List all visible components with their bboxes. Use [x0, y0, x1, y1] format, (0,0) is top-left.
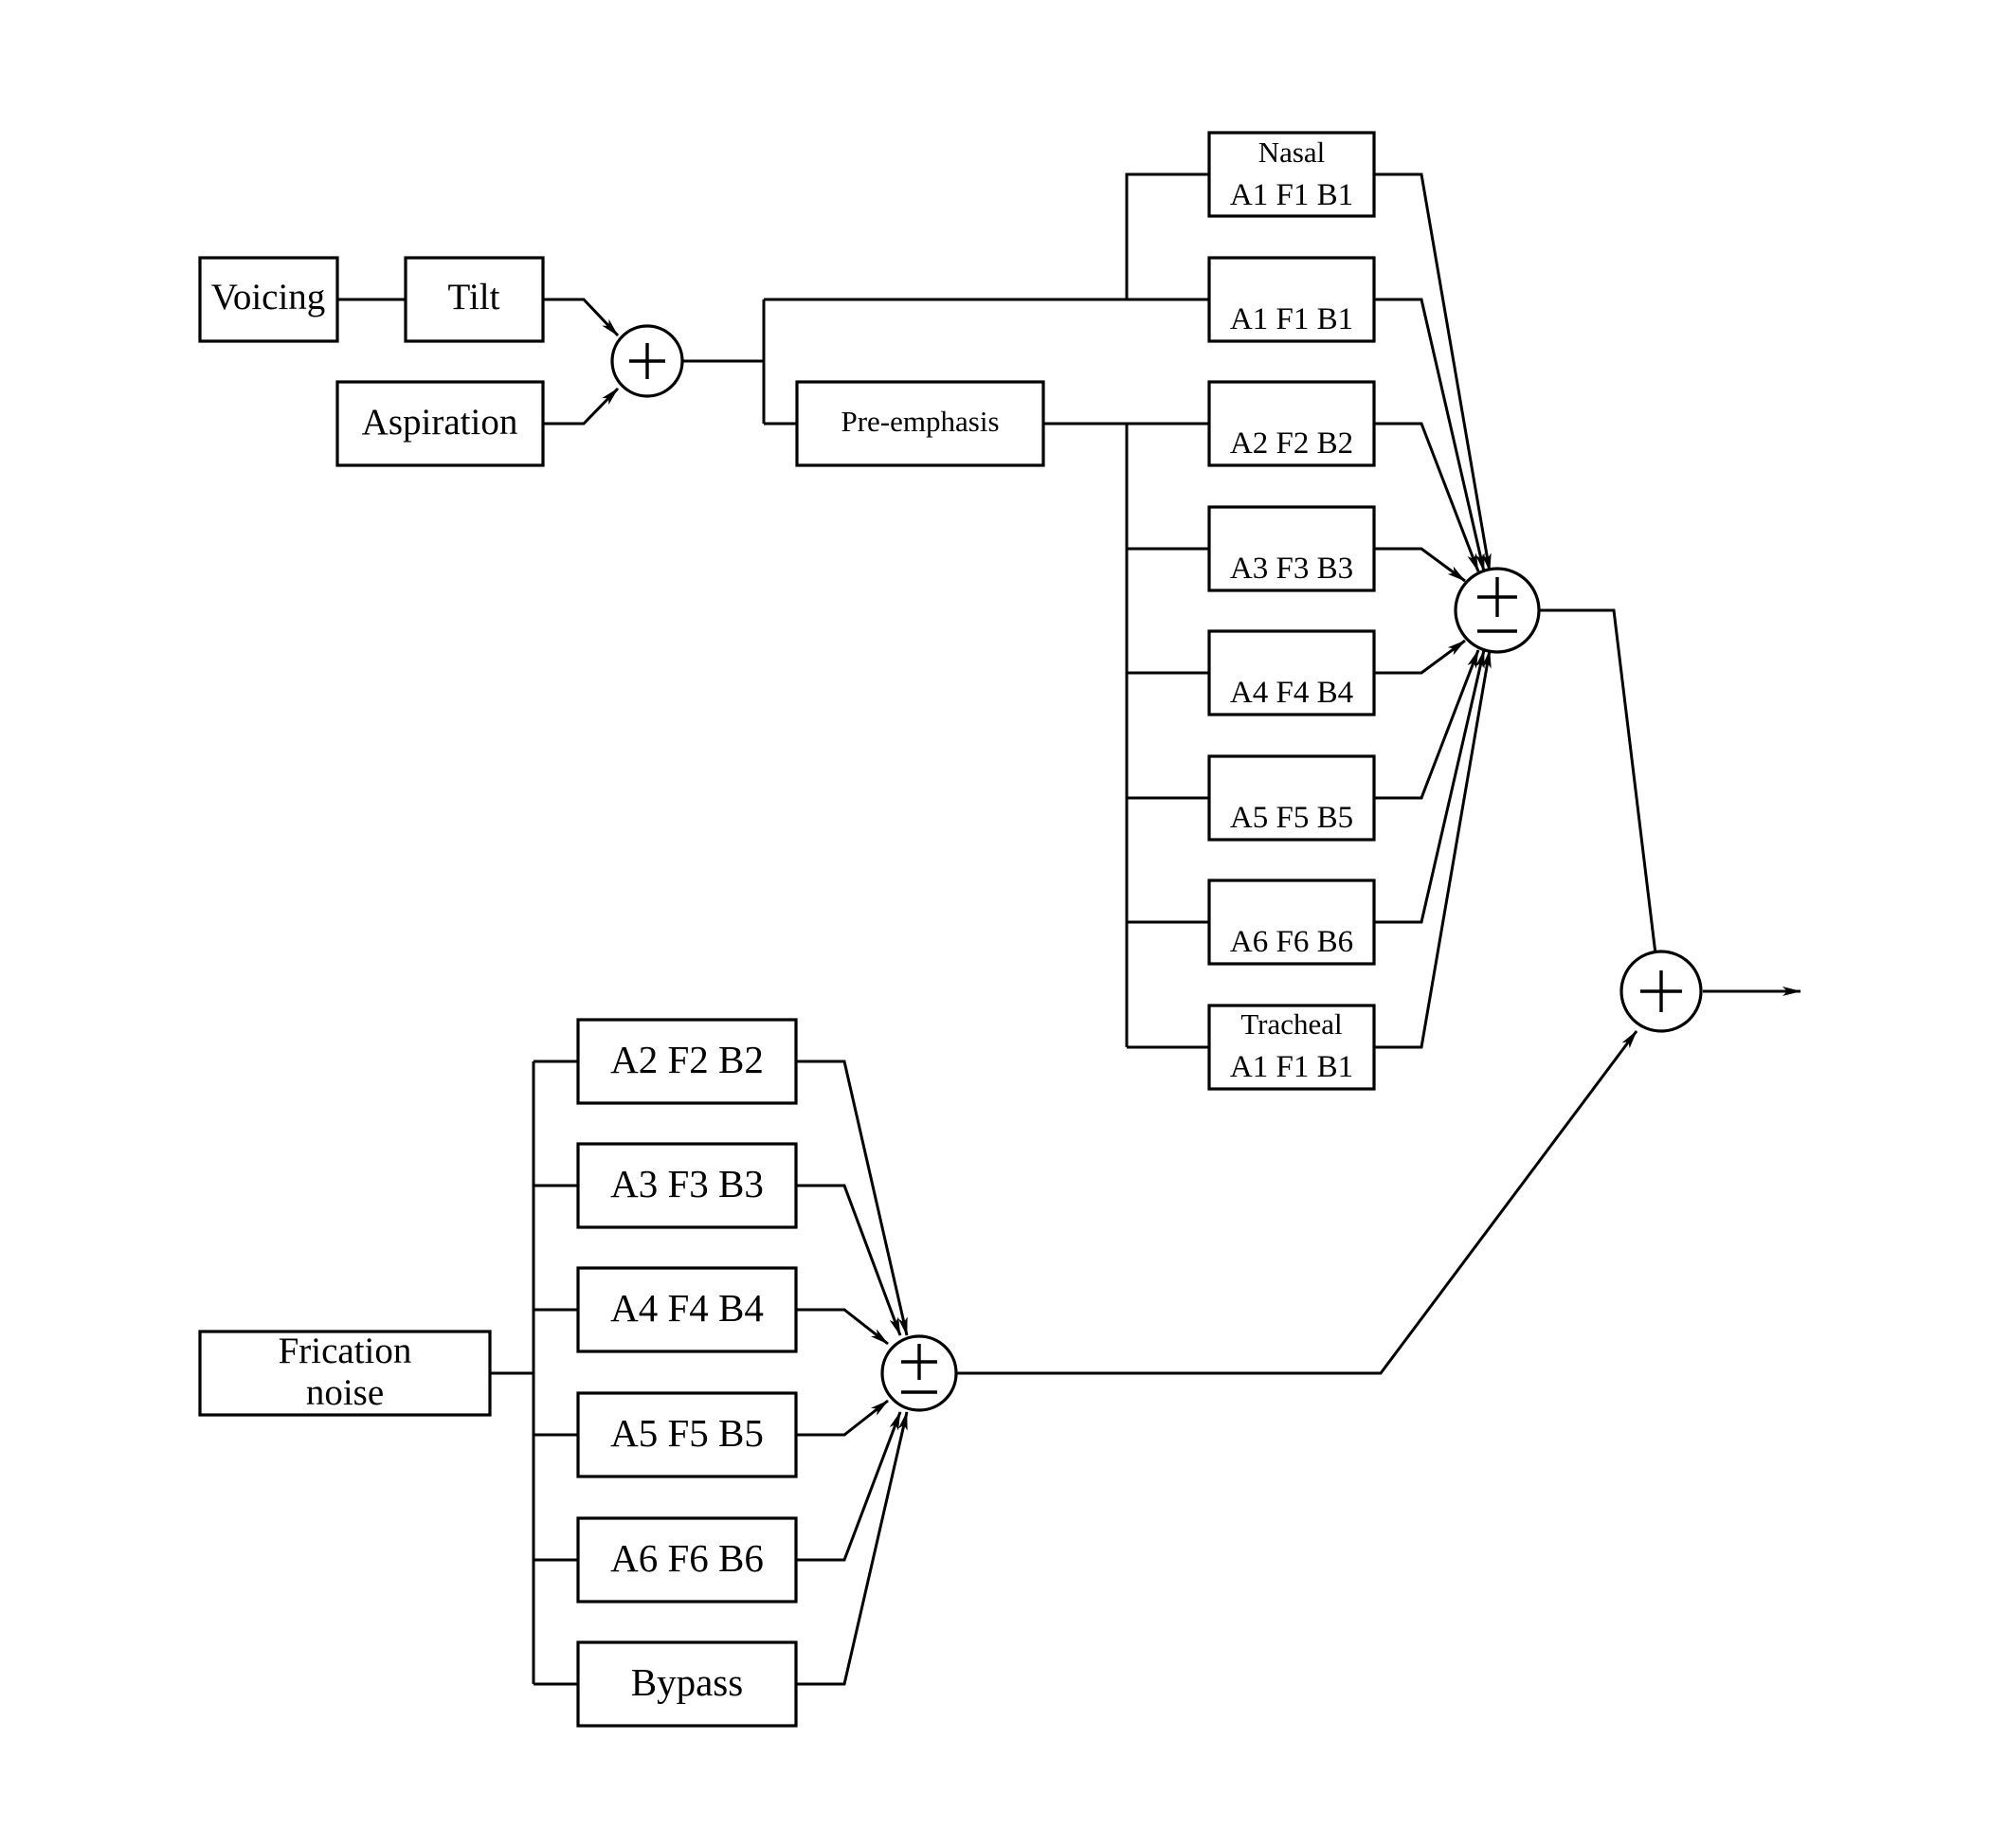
- nasal-filter-box: Nasal A1 F1 B1: [1207, 131, 1376, 218]
- wire-a3-to-sum: [1374, 547, 1466, 583]
- voiced-filter-6: A6 F6 B6: [1207, 879, 1376, 966]
- wire-tilt-sum: [543, 298, 620, 337]
- voiced-filter-2: A2 F2 B2: [1207, 380, 1376, 467]
- frication-filter-4: A5 F5 B5: [576, 1391, 798, 1478]
- wire-fa5-to-sum: [796, 1399, 889, 1437]
- voiced-filter-4: A4 F4 B4: [1207, 629, 1376, 716]
- tilt-box: Tilt: [404, 256, 545, 343]
- voicing-label: Voicing: [211, 277, 326, 317]
- voiced-sum-node: [1454, 567, 1541, 654]
- wire-a5-to-sum: [1374, 649, 1480, 800]
- plus-minus-icon: [901, 1344, 937, 1394]
- output-sum-node: [1619, 950, 1703, 1033]
- plus-icon: [1640, 970, 1682, 1012]
- frication-label-line2: noise: [306, 1372, 384, 1413]
- filter-label: A4 F4 B4: [610, 1286, 764, 1330]
- wire-a2-to-sum: [1374, 422, 1480, 572]
- filter-label: A1 F1 B1: [1230, 302, 1353, 336]
- source-sum-node: [610, 324, 684, 398]
- frication-filter-1: A2 F2 B2: [576, 1018, 798, 1105]
- wire-fa4-to-sum: [796, 1308, 889, 1346]
- aspiration-label: Aspiration: [362, 402, 518, 443]
- frication-sum-node: [880, 1334, 958, 1412]
- voiced-filter-1: A1 F1 B1: [1207, 256, 1376, 343]
- frication-label-line1: Frication: [279, 1331, 412, 1371]
- plus-minus-icon: [1477, 577, 1517, 633]
- connections: [337, 172, 1801, 1686]
- bypass-box: Bypass: [576, 1640, 798, 1728]
- filter-label: A2 F2 B2: [1230, 426, 1353, 461]
- filter-label: A5 F5 B5: [610, 1411, 764, 1455]
- filter-label: A6 F6 B6: [1230, 925, 1353, 959]
- filter-label: A2 F2 B2: [610, 1038, 764, 1081]
- frication-noise-box: Frication noise: [198, 1330, 492, 1417]
- wire-fricsum-to-output: [956, 1030, 1638, 1375]
- frication-filter-5: A6 F6 B6: [576, 1516, 798, 1603]
- tracheal-params: A1 F1 B1: [1230, 1050, 1353, 1084]
- filter-label: A4 F4 B4: [1230, 676, 1353, 710]
- plus-icon: [629, 343, 665, 379]
- pre-emphasis-box: Pre-emphasis: [795, 380, 1045, 467]
- voiced-filter-5: A5 F5 B5: [1207, 754, 1376, 842]
- frication-filter-2: A3 F3 B3: [576, 1142, 798, 1229]
- filter-label: A3 F3 B3: [610, 1162, 764, 1205]
- filter-label: A6 F6 B6: [610, 1536, 764, 1580]
- nasal-params: A1 F1 B1: [1230, 178, 1353, 212]
- wire-fbypass-to-sum: [796, 1411, 909, 1686]
- wire-a4-to-sum: [1374, 639, 1466, 675]
- tilt-label: Tilt: [448, 277, 500, 317]
- tracheal-title: Tracheal: [1240, 1007, 1342, 1041]
- voicing-box: Voicing: [198, 256, 339, 343]
- tracheal-filter-box: Tracheal A1 F1 B1: [1207, 1004, 1376, 1091]
- wire-fa6-to-sum: [796, 1411, 902, 1562]
- pre-emphasis-label: Pre-emphasis: [841, 405, 999, 438]
- filter-label: A5 F5 B5: [1230, 801, 1353, 835]
- wire-voicedsum-to-output: [1540, 608, 1660, 970]
- wire-a1-to-sum: [1374, 298, 1486, 572]
- wire-fa2-to-sum: [796, 1060, 909, 1336]
- aspiration-box: Aspiration: [335, 380, 545, 467]
- filter-label: A3 F3 B3: [1230, 552, 1353, 586]
- nasal-title: Nasal: [1258, 136, 1326, 169]
- wire-fa3-to-sum: [796, 1184, 902, 1336]
- bypass-label: Bypass: [631, 1660, 743, 1704]
- wire-aspiration-sum: [543, 387, 620, 426]
- wire-tracheal-to-sum: [1374, 649, 1492, 1049]
- frication-filter-3: A4 F4 B4: [576, 1266, 798, 1353]
- wire-nasal-to-sum: [1374, 172, 1492, 572]
- wire-a6-to-sum: [1374, 649, 1486, 924]
- wire-nasal-tap: [1125, 172, 1209, 299]
- voiced-filter-3: A3 F3 B3: [1207, 505, 1376, 592]
